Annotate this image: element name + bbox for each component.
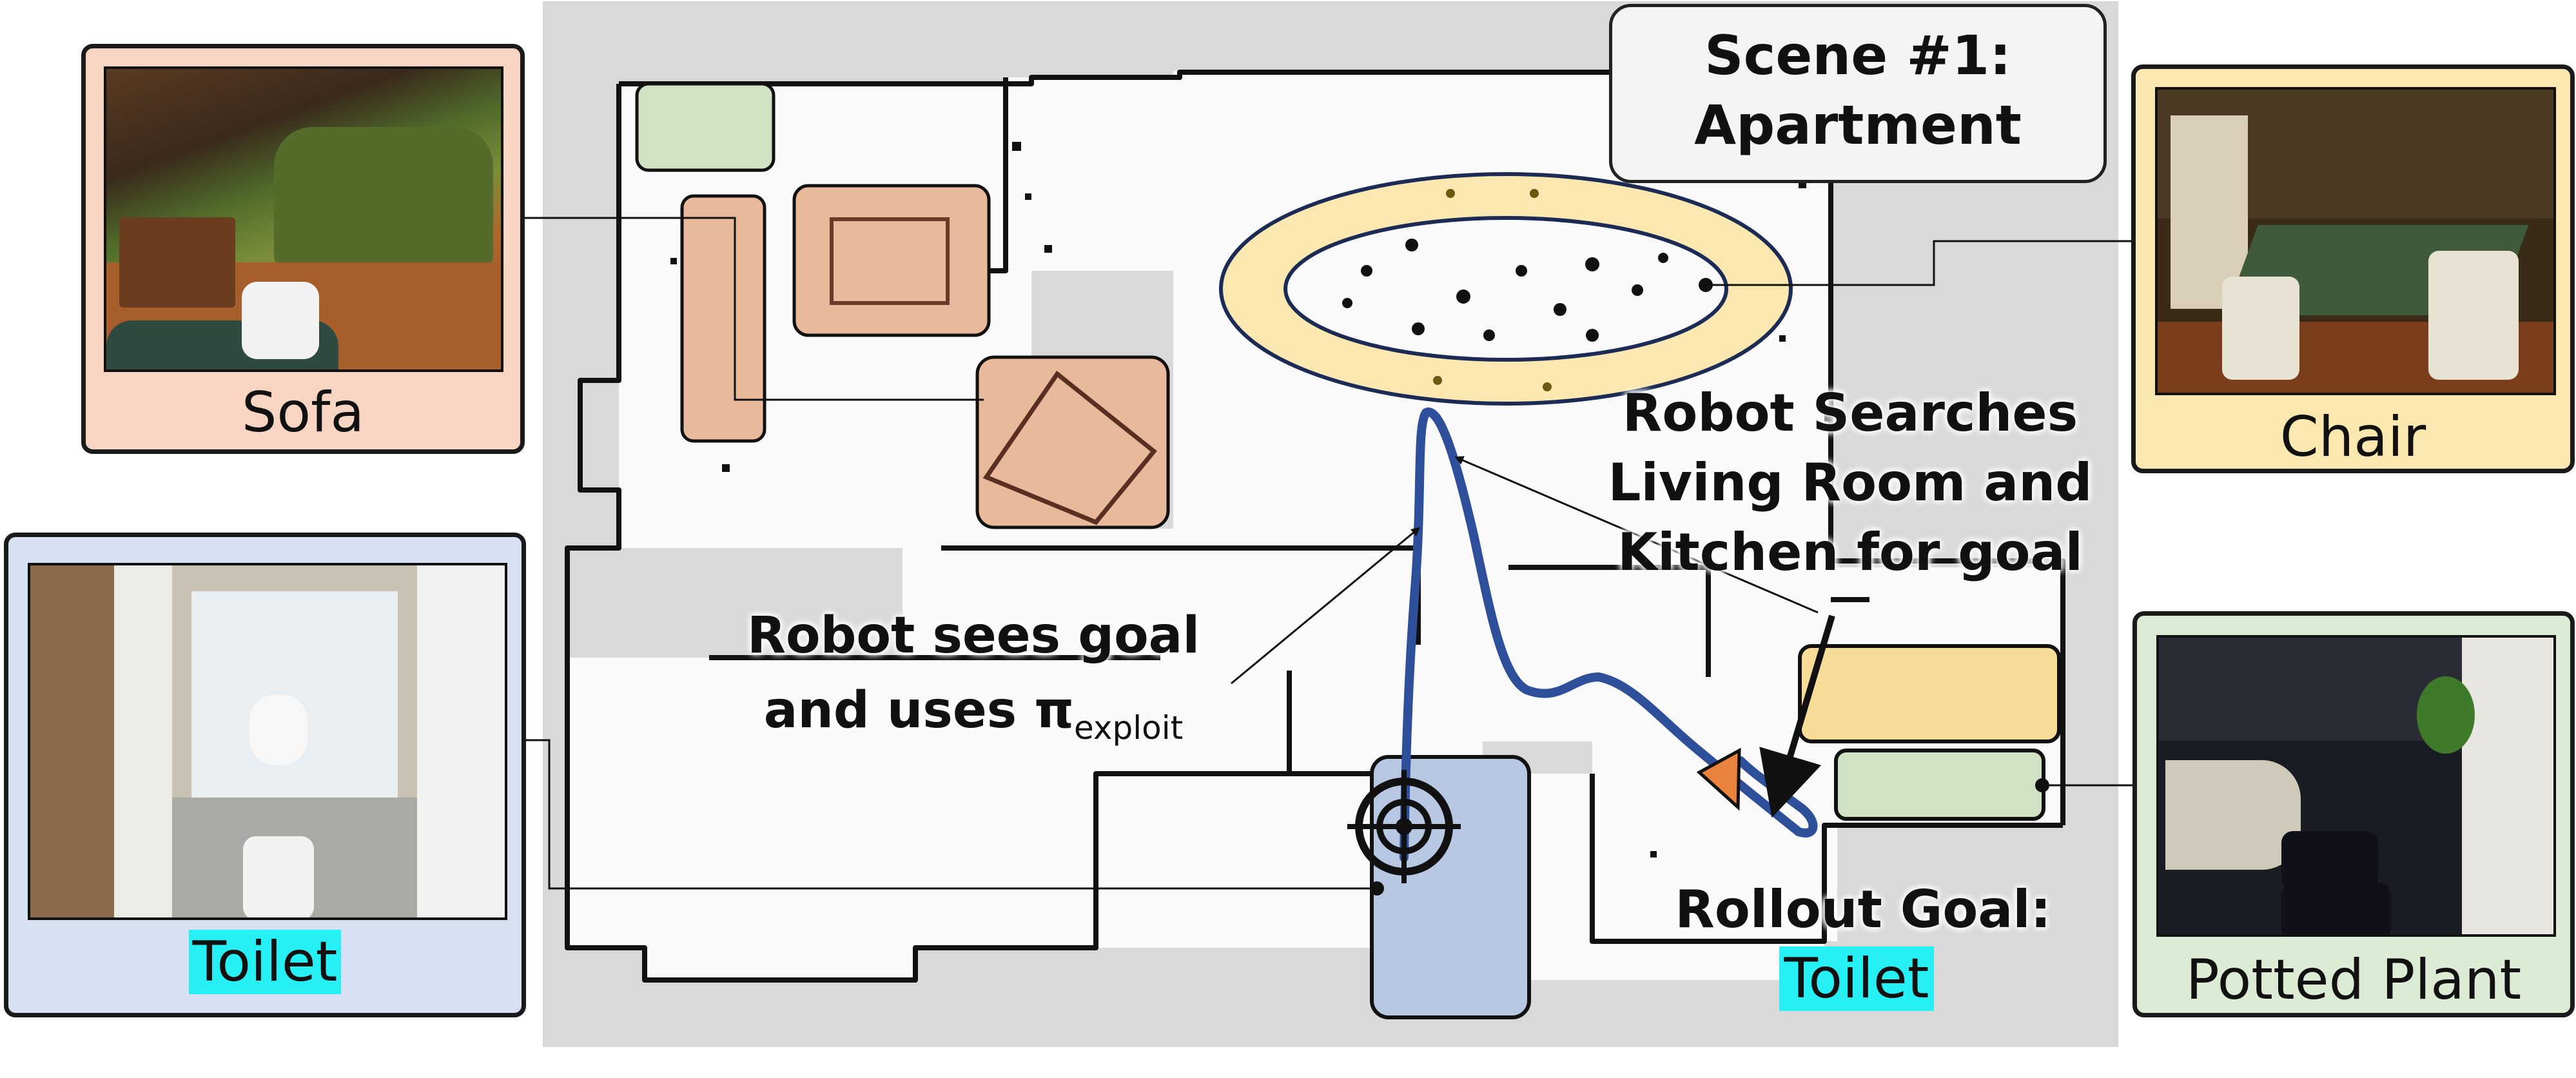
- potted-plant-panel: Potted Plant: [2132, 611, 2575, 1017]
- robot-path: [1400, 407, 1818, 862]
- scene-title-line1: Scene #1:: [1704, 24, 2011, 87]
- sofa-caption: Sofa: [241, 380, 365, 445]
- scene-title-line2: Apartment: [1694, 93, 2022, 157]
- chair-caption: Chair: [2279, 405, 2426, 469]
- sofa-region-right: [975, 355, 1170, 529]
- search-annotation-line3: Kitchen for goal: [1617, 522, 2083, 582]
- target-goal-icon: [1347, 770, 1461, 883]
- robot-marker: [1696, 747, 1741, 811]
- plant-region-kitchen: [1834, 749, 2045, 821]
- sees-annotation-line1: Robot sees goal: [746, 607, 1200, 665]
- chair-region-kitchen: [1798, 644, 2061, 743]
- pi-symbol: π: [1034, 681, 1075, 740]
- sofa-photo: [104, 66, 503, 372]
- rollout-goal-text: Toilet: [1779, 946, 1935, 1011]
- search-annotation-line1: Robot Searches: [1622, 383, 2078, 443]
- rollout-goal-value: Toilet: [1741, 946, 1973, 1012]
- search-arrow: [1759, 614, 1835, 818]
- toilet-caption-text: Toilet: [188, 930, 342, 994]
- sees-prefix: and uses: [763, 681, 1035, 740]
- toilet-caption: Toilet: [8, 930, 522, 994]
- sofa-region-left: [680, 194, 766, 443]
- sees-annotation-line2: and uses πexploit: [741, 681, 1205, 747]
- search-annotation-line2: Living Room and: [1608, 453, 2093, 513]
- sofa-panel: Sofa: [81, 44, 525, 454]
- table-ellipse: [1283, 216, 1728, 362]
- chair-dots: [1342, 189, 1668, 391]
- scene-title-box: Scene #1: Apartment: [1609, 4, 2107, 183]
- plant-region-top: [635, 82, 776, 172]
- rollout-goal-label: Rollout Goal:: [1675, 879, 2051, 939]
- sofa-region-mid: [792, 184, 991, 337]
- search-thin-arrow: [1454, 456, 1819, 614]
- sees-arrow: [1231, 527, 1421, 685]
- potted-plant-caption: Potted Plant: [2185, 948, 2522, 1012]
- toilet-panel: Toilet: [4, 533, 526, 1017]
- chair-photo: [2155, 87, 2556, 395]
- pi-subscript: exploit: [1074, 709, 1184, 747]
- toilet-photo: [28, 563, 507, 920]
- toilet-region: [1370, 755, 1531, 1019]
- chair-panel: Chair: [2131, 64, 2575, 473]
- potted-plant-photo: [2156, 635, 2556, 937]
